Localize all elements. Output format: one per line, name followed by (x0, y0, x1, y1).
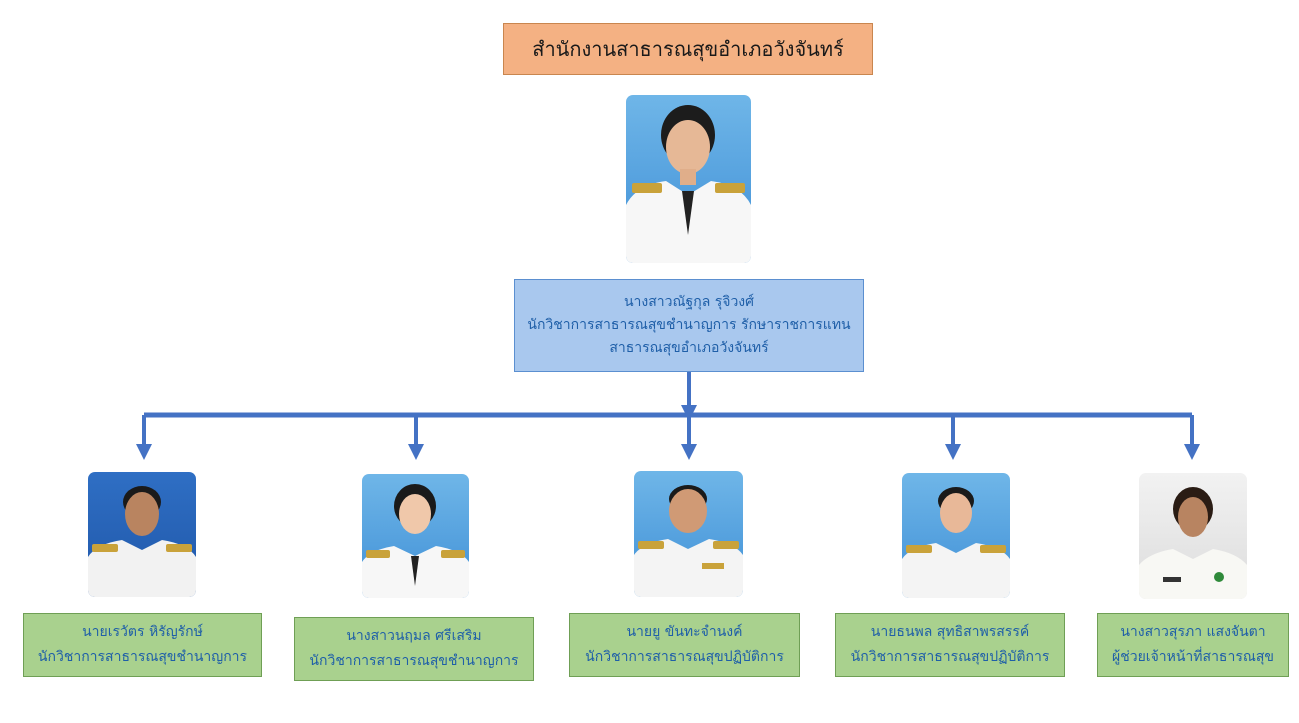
head-info-box: นางสาวณัฐกุล รุจิวงศ์ นักวิชาการสาธารณสุ… (514, 279, 864, 372)
person-silhouette-icon (362, 484, 469, 598)
staff-portrait-4 (902, 473, 1010, 598)
staff-name: นายเรวัตร หิรัญรักษ์ (82, 624, 203, 640)
person-silhouette-icon (626, 105, 751, 263)
staff-name: นางสาวนฤมล ศรีเสริม (346, 628, 482, 644)
staff-box-2: นางสาวนฤมล ศรีเสริม นักวิชาการสาธารณสุขช… (294, 617, 534, 681)
person-silhouette-icon (902, 487, 1010, 598)
staff-portrait-5 (1139, 473, 1247, 599)
staff-name: นายยู ขันทะจำนงค์ (626, 624, 743, 640)
staff-portrait-3 (634, 471, 743, 597)
staff-position: นักวิชาการสาธารณสุขชำนาญการ (37, 649, 248, 665)
person-silhouette-icon (1139, 487, 1247, 599)
staff-position: นักวิชาการสาธารณสุขปฏิบัติการ (850, 649, 1050, 665)
staff-portrait-2 (362, 474, 469, 598)
person-silhouette-icon (634, 485, 743, 597)
staff-position: นักวิชาการสาธารณสุขปฏิบัติการ (585, 649, 784, 665)
staff-portrait-1 (88, 472, 196, 597)
staff-position: นักวิชาการสาธารณสุขชำนาญการ (309, 653, 519, 669)
head-name: นางสาวณัฐกุล รุจิวงศ์ (623, 294, 755, 310)
staff-box-5: นางสาวสุรภา แสงจันตา ผู้ช่วยเจ้าหน้าที่ส… (1097, 613, 1289, 677)
person-silhouette-icon (88, 486, 196, 597)
staff-box-1: นายเรวัตร หิรัญรักษ์ นักวิชาการสาธารณสุข… (23, 613, 262, 677)
head-portrait (626, 95, 751, 263)
staff-box-4: นายธนพล สุทธิสาพรสรรค์ นักวิชาการสาธารณส… (835, 613, 1065, 677)
staff-box-3: นายยู ขันทะจำนงค์ นักวิชาการสาธารณสุขปฏิ… (569, 613, 800, 677)
office-title: สำนักงานสาธารณสุขอำเภอวังจันทร์ (503, 23, 873, 75)
head-position-line2: สาธารณสุขอำเภอวังจันทร์ (609, 340, 769, 356)
staff-name: นายธนพล สุทธิสาพรสรรค์ (870, 624, 1030, 640)
head-position-line1: นักวิชาการสาธารณสุขชำนาญการ รักษาราชการแ… (527, 317, 851, 333)
staff-name: นางสาวสุรภา แสงจันตา (1120, 624, 1266, 640)
staff-position: ผู้ช่วยเจ้าหน้าที่สาธารณสุข (1112, 649, 1274, 665)
